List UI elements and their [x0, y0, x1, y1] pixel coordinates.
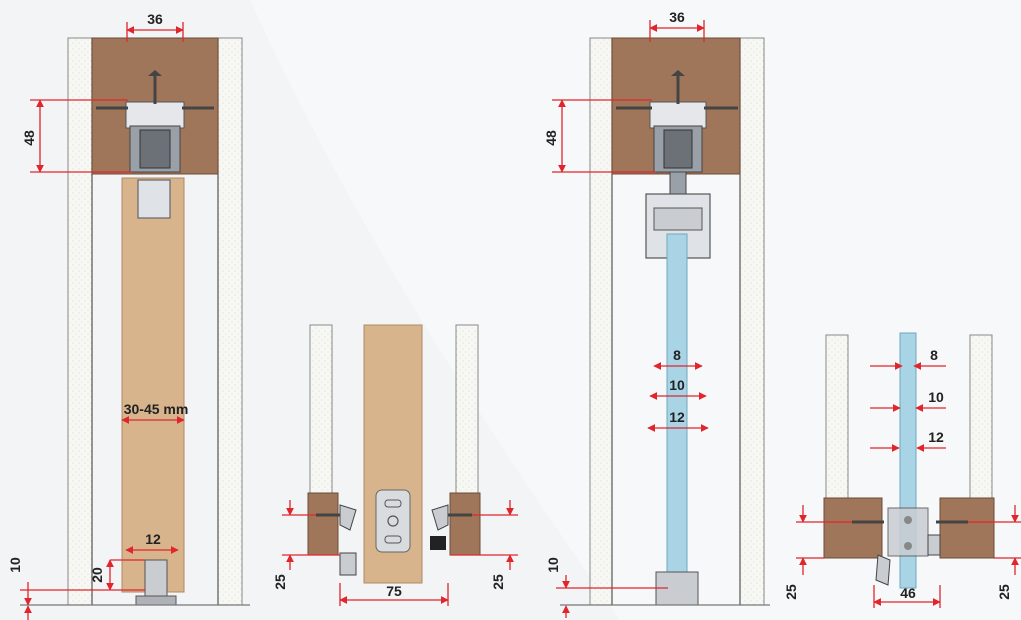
wood-section-dimensions	[282, 500, 518, 606]
dim-glass-section-10: 10	[928, 389, 944, 405]
wood-door-section	[307, 324, 481, 584]
glass-section-right-wood	[939, 497, 995, 559]
dim-glass-10: 10	[669, 377, 685, 393]
dim-door-width-75: 75	[386, 583, 402, 599]
wood-door-leaf	[121, 177, 185, 593]
glass-section-dimensions	[796, 362, 1021, 608]
section-left-wall	[309, 324, 333, 494]
right-wall	[217, 37, 243, 606]
dim-glass-8: 8	[673, 347, 681, 363]
dim-section-left-25: 25	[272, 574, 288, 590]
dim-section-right-25: 25	[490, 574, 506, 590]
dim-glass-section-12: 12	[928, 429, 944, 445]
dim-glass-section-8: 8	[930, 347, 938, 363]
glass-door-section	[823, 332, 995, 589]
dim-door-thickness: 30-45 mm	[124, 401, 189, 417]
glass-track-profile	[649, 101, 707, 129]
wood-door-elevation	[20, 37, 250, 606]
glass-right-wall	[739, 37, 765, 606]
left-wall	[67, 37, 93, 606]
dim-glass-12: 12	[669, 409, 685, 425]
dim-guide-width-12: 12	[145, 531, 161, 547]
section-right-wall	[455, 324, 479, 494]
dim-wood-height-48: 48	[21, 130, 37, 146]
section-left-wood	[307, 492, 339, 556]
glass-door-elevation	[560, 37, 770, 606]
glass-elevation-dimensions	[552, 20, 709, 618]
section-door-plate	[375, 489, 411, 553]
dim-glass-section-right-25: 25	[996, 584, 1012, 600]
dim-glass-width-36: 36	[669, 9, 685, 25]
section-left-bracket	[339, 504, 357, 531]
dim-glass-floor-10: 10	[545, 557, 561, 573]
glass-section-right-wall	[969, 334, 993, 499]
dim-glass-section-46: 46	[900, 585, 916, 601]
dim-floor-clearance-10: 10	[7, 557, 23, 573]
glass-section-left-wall	[825, 334, 849, 499]
floor-guide	[144, 559, 168, 599]
section-right-bracket	[431, 504, 449, 531]
dim-glass-height-48: 48	[543, 130, 559, 146]
track-profile	[125, 101, 185, 129]
dim-guide-height-20: 20	[89, 567, 105, 583]
dim-wood-width-36: 36	[147, 11, 163, 27]
dim-glass-section-left-25: 25	[783, 584, 799, 600]
glass-section-left-wood	[823, 497, 883, 559]
wood-elevation-dimensions	[20, 22, 185, 620]
section-right-wood	[449, 492, 481, 556]
glass-left-wall	[589, 37, 613, 606]
door-top-fitting	[137, 179, 171, 219]
